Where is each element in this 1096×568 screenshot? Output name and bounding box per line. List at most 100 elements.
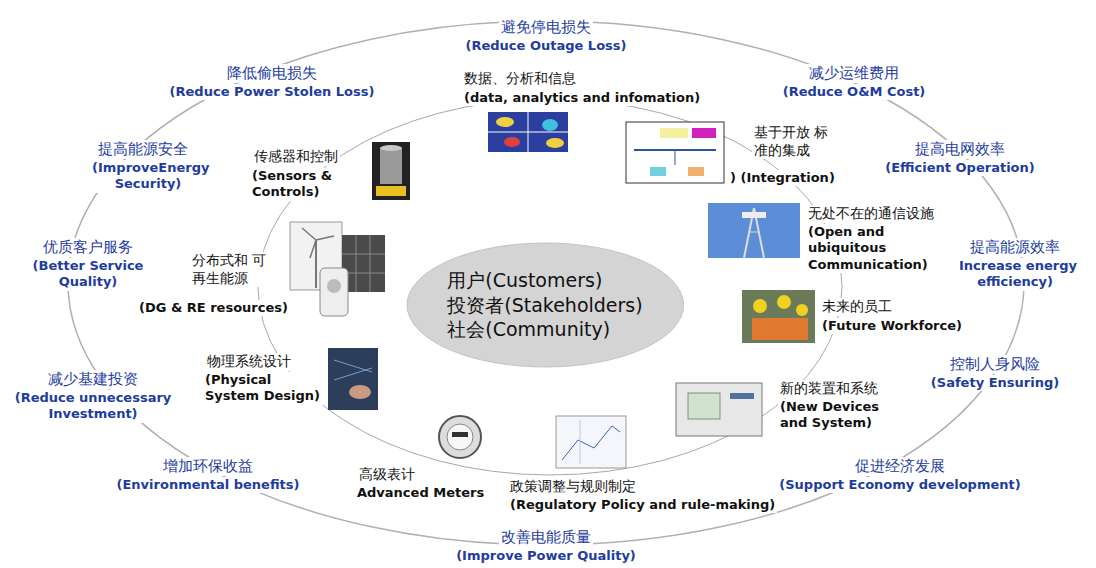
- helmet: [796, 304, 808, 316]
- component-label: (DG & RE resources): [137, 300, 290, 316]
- center-text: 投资者(Stakeholders): [447, 293, 642, 318]
- component-label: 未来的员工: [820, 298, 894, 316]
- design-line: [334, 368, 372, 380]
- benefit-label: 提高能源效率: [968, 238, 1062, 257]
- policy-chart: [562, 426, 620, 460]
- solar-grid: [356, 235, 357, 292]
- benefit-label: 控制人身风险: [948, 355, 1042, 374]
- helmet: [777, 295, 791, 309]
- meter-face: [447, 424, 473, 450]
- workers-vests: [752, 318, 808, 340]
- turbine-blade: [302, 228, 316, 240]
- component-label: (Regulatory Policy and rule-making): [508, 497, 777, 513]
- component-label: 新的装置和系统: [778, 380, 880, 398]
- turbine-blade: [316, 236, 334, 240]
- component-label: 基于开放 标准的集成: [752, 124, 836, 159]
- policy-grid: [580, 420, 581, 464]
- turbine-mast: [315, 240, 317, 288]
- device-badge: [730, 393, 754, 399]
- outer-ring: [68, 21, 1024, 545]
- benefit-label: 提高能源安全: [96, 140, 190, 159]
- sensor-top: [380, 145, 402, 151]
- component-label: 无处不在的通信设施: [806, 205, 936, 223]
- component-label: (Open and ubiquitous Communication): [806, 224, 960, 273]
- benefit-label: (Improve Power Quality): [454, 548, 638, 564]
- meter-case: [439, 416, 481, 458]
- antenna-picture: [708, 203, 800, 258]
- component-label: 物理系统设计: [205, 353, 293, 371]
- benefit-label: (Safety Ensuring): [929, 375, 1061, 391]
- benefit-label: 减少基建投资: [46, 370, 140, 389]
- component-label: (data, analytics and infomation): [462, 90, 702, 106]
- benefit-label: 增加环保收益: [161, 457, 255, 476]
- helmet: [753, 299, 767, 313]
- integration-wire: [675, 150, 676, 165]
- benefit-label: (Increase energy efficiency): [947, 258, 1083, 291]
- center-text: 社会(Community): [447, 317, 642, 342]
- device-case: [676, 383, 762, 436]
- turbine-blade: [310, 240, 316, 258]
- component-label: 高级表计: [357, 466, 417, 484]
- integration-block: [650, 167, 666, 176]
- map-ground: [488, 112, 568, 152]
- device-picture: [676, 383, 762, 436]
- design-picture: [328, 348, 378, 410]
- solar-grid: [370, 235, 371, 292]
- integration-picture: [626, 122, 724, 183]
- benefit-label: (Environmental benefits): [115, 477, 302, 493]
- component-label: (Physical System Design): [203, 372, 325, 405]
- design-hand: [349, 385, 371, 399]
- integration-block: [692, 128, 716, 138]
- workforce-ground: [742, 290, 815, 343]
- integration-panel: [626, 122, 724, 183]
- thermostat-dial: [327, 279, 341, 293]
- benefit-label: 改善电能质量: [499, 528, 593, 547]
- center-ellipse: 用户(Customers)投资者(Stakeholders)社会(Communi…: [406, 242, 685, 368]
- benefit-label: 降低偷电损失: [225, 64, 319, 83]
- workforce-picture: [742, 290, 815, 343]
- thermostat-body: [320, 268, 348, 316]
- benefit-label: (Efficient Operation): [883, 160, 1036, 176]
- benefit-label: 优质客户服务: [41, 238, 135, 257]
- map-divider: [488, 132, 568, 133]
- policy-sheet: [556, 416, 626, 468]
- benefit-label: (Reduce Outage Loss): [464, 38, 629, 54]
- solar-grid: [342, 254, 385, 255]
- component-label: ) (Integration): [728, 170, 837, 186]
- benefit-label: (Reduce unnecessary Investment): [8, 390, 178, 423]
- component-label: Advanced Meters: [355, 485, 486, 501]
- map-blob: [542, 119, 558, 131]
- component-label: (Sensors & Controls): [250, 168, 346, 201]
- ellipse-fill: [407, 243, 684, 367]
- center-text: 用户(Customers): [447, 268, 642, 293]
- sensor-picture: [372, 142, 410, 200]
- sensor-base: [376, 186, 406, 196]
- meter-picture: [439, 416, 481, 458]
- data-map-picture: [488, 112, 568, 152]
- map-blob: [546, 138, 564, 148]
- integration-block: [660, 128, 688, 138]
- benefit-label: (Better Service Quality): [25, 258, 151, 291]
- benefit-label: 促进经济发展: [853, 457, 947, 476]
- map-blob: [504, 137, 520, 147]
- benefit-label: 避免停电损失: [499, 18, 593, 37]
- benefit-label: (ImproveEnergy Security): [90, 160, 206, 193]
- antenna-panel: [742, 212, 766, 218]
- benefit-label: 提高电网效率: [913, 140, 1007, 159]
- policy-picture: [556, 416, 626, 468]
- component-label: 分布式和 可再生能源: [190, 252, 274, 287]
- sky-ground: [708, 203, 800, 258]
- component-label: (New Devices and System): [778, 399, 886, 432]
- design-ground: [328, 348, 378, 410]
- benefit-label: (Support Economy development): [777, 477, 1022, 493]
- thermostat-picture: [320, 268, 348, 316]
- sensor-ground: [372, 142, 410, 200]
- benefit-label: (Reduce Power Stolen Loss): [168, 84, 377, 100]
- map-blob: [496, 117, 514, 127]
- sensor-body: [380, 148, 402, 184]
- benefit-label: 减少运维费用: [807, 64, 901, 83]
- tower-brace: [748, 232, 760, 233]
- benefit-label: (Reduce O&M Cost): [781, 84, 928, 100]
- meter-display: [452, 432, 468, 437]
- component-label: 政策调整与规则制定: [508, 478, 638, 496]
